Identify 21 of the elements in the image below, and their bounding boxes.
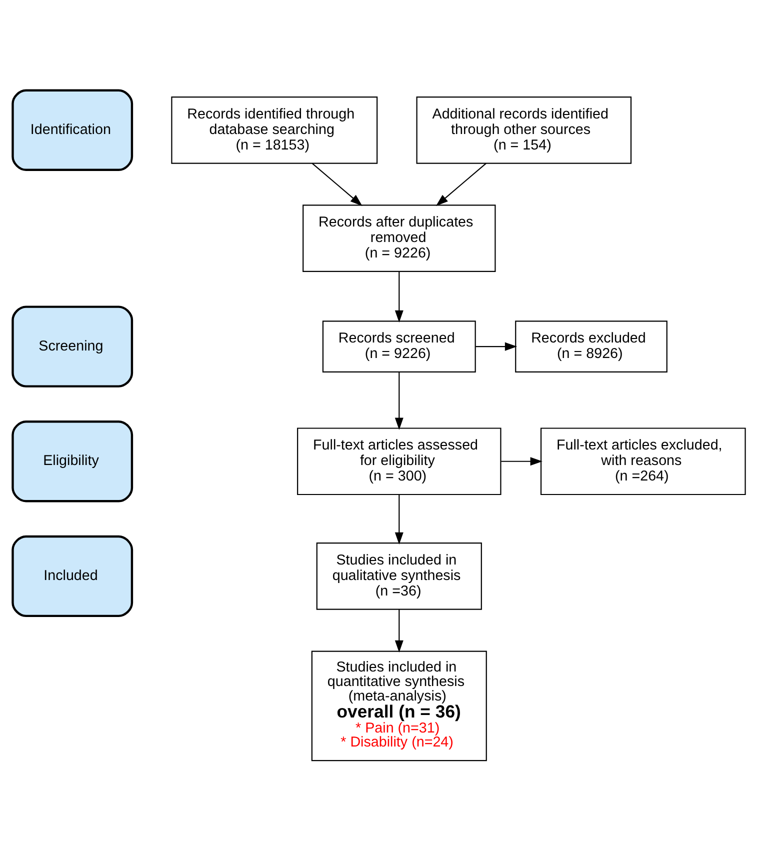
node-box: Eligibility [12, 420, 134, 502]
arrow [501, 457, 542, 466]
arrow [476, 342, 518, 351]
node-box: Screening [12, 306, 134, 388]
arrow [394, 272, 404, 323]
node-box: Records excluded (n = 8926) [515, 320, 668, 372]
arrow [436, 162, 486, 206]
node-box: Full-text articles assessed for eligibility (n = 300) [297, 428, 502, 496]
node-box: Included [12, 535, 134, 618]
node-box: Records identified through database searching (n = 18153) [171, 96, 378, 164]
node-box: Records screened (n = 9226) [322, 320, 476, 372]
node-box: Records after duplicates removed (n = 9226) [302, 204, 496, 272]
node-box: Studies included in qualitative synthesis (n =36) [316, 542, 482, 610]
node-box: Full-text articles excluded, with reasons (n =264) [540, 428, 746, 496]
node-box: Studies included in quantitative synthesis (meta-analysis) overall (n = 36) * Pain (n=31) * Disability (n=24) [311, 650, 487, 762]
arrow [394, 610, 404, 652]
arrow [394, 372, 404, 430]
arrow [312, 162, 362, 206]
node-box: Additional records identified through other sources (n = 154) [416, 96, 632, 164]
node-box: Identification [12, 89, 134, 172]
arrow [394, 494, 404, 544]
